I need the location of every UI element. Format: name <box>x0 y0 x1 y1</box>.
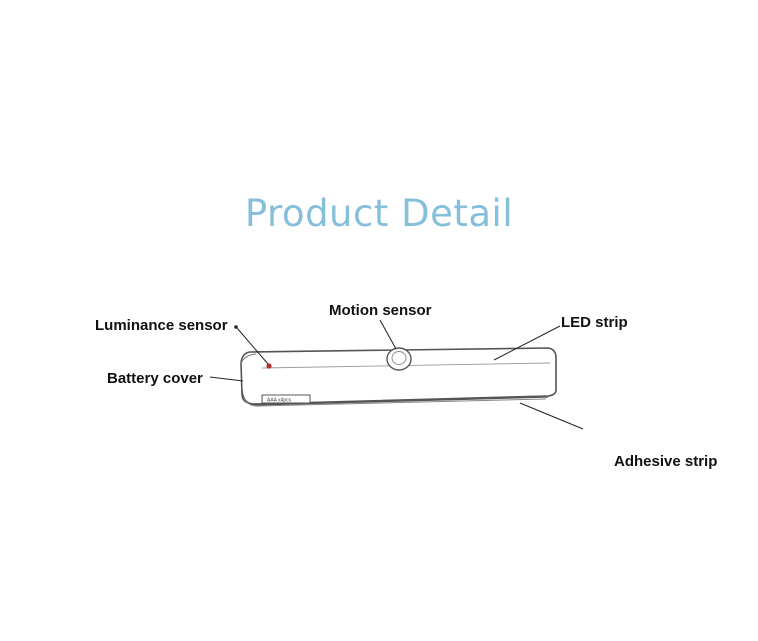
led-strip-label: LED strip <box>561 314 628 331</box>
page-title: Product Detail <box>244 192 514 235</box>
motion-sensor-label: Motion sensor <box>329 302 432 319</box>
battery-cover-label: Battery cover <box>107 370 203 387</box>
motion-sensor-lens <box>386 347 412 371</box>
leader-lines <box>209 319 584 430</box>
luminance-sensor-dot <box>266 363 272 369</box>
svg-text:AAA x4pcs: AAA x4pcs <box>267 398 292 404</box>
luminance-sensor-label: Luminance sensor <box>95 317 228 334</box>
adhesive-strip-label: Adhesive strip <box>614 453 718 470</box>
light-bar-body <box>240 347 557 407</box>
battery-cover-marking: AAA x4pcs <box>261 394 311 404</box>
